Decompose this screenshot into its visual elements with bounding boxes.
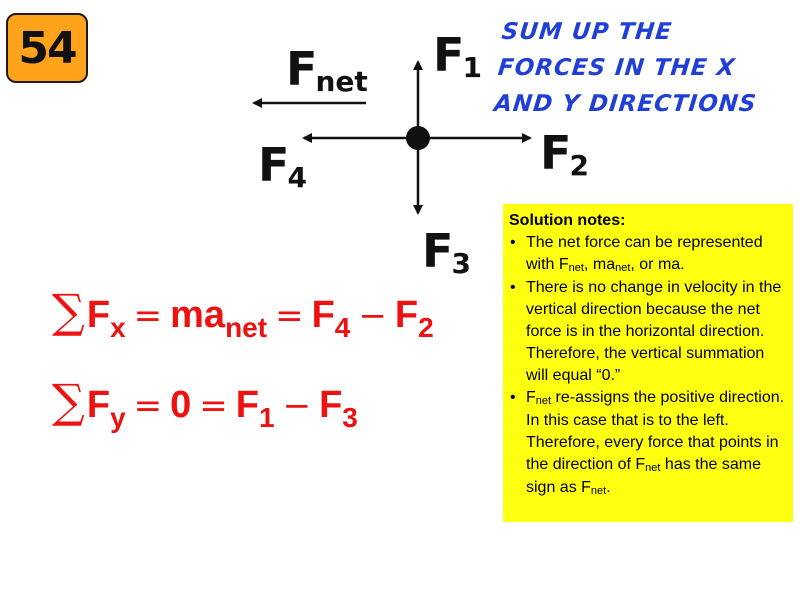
note2-text: There is no change in velocity in the ve… [526,279,782,384]
eqx-lhs: F [86,294,111,336]
eqx-term-2: F [394,294,419,336]
eqx-term-1-sub: 4 [334,312,351,343]
notes-title: Solution notes: [509,212,626,229]
label-fnet: Fnet [286,46,368,96]
eqy-equals-2: = [199,386,228,426]
label-f1-base: F [433,28,464,82]
eqy-term-2: F [319,384,343,426]
label-f1: F1 [433,32,482,82]
eqy-mid: 0 [170,384,192,426]
label-f4-sub: 4 [287,161,307,194]
notes-bullet-1: The net force can be represented with Fn… [509,232,787,277]
label-f4-base: F [258,138,289,192]
label-f2: F2 [540,130,589,180]
eqy-term-1-sub: 1 [259,402,275,433]
note3-text-d: . [606,479,611,496]
note3-sub-1: net [535,395,552,407]
label-f1-sub: 1 [462,51,482,84]
note1-sub-1: net [568,262,584,274]
object-dot [406,126,430,150]
eqy-lhs-sub: y [110,402,126,433]
eqx-mid-sub: net [225,312,268,343]
note1-sub-2: net [615,262,631,274]
note3-text-a: F [526,389,536,406]
eqy-term-2-sub: 3 [342,402,358,433]
eqx-equals-2: = [275,296,304,336]
note1-text-c: , or ma. [630,256,685,273]
eqx-lhs-sub: x [110,312,126,343]
eqy-lhs: F [86,384,111,426]
note1-text-a: The net force can be represented with F [526,234,763,273]
solution-notes-box: Solution notes: The net force can be rep… [503,204,793,522]
label-f3-sub: 3 [451,247,471,280]
label-f3-base: F [422,224,453,278]
notes-bullet-2: There is no change in velocity in the ve… [509,277,787,387]
note3-sub-2: net [645,462,661,474]
label-fnet-sub: net [315,65,368,98]
eqx-minus: − [358,296,387,336]
note3-text-c: has the same sign as F [526,456,761,496]
label-f4: F4 [258,142,307,192]
note3-text-b: re-assigns the positive direction. In th… [526,389,785,473]
label-f2-base: F [540,126,571,180]
eqx-term-2-sub: 2 [418,312,434,343]
sigma-symbol: ∑ [52,284,85,338]
label-f2-sub: 2 [569,149,589,182]
sigma-symbol: ∑ [52,374,85,428]
notes-bullet-3: Fnet re-assigns the positive direction. … [509,387,787,500]
slide-number: 54 [18,22,77,74]
note1-text-b: , ma [583,256,616,273]
slide-number-badge: 54 [6,13,88,83]
label-f3: F3 [422,228,471,278]
eqy-minus: − [282,386,312,426]
eqy-term-1: F [235,384,259,426]
label-fnet-base: F [286,42,317,96]
eqx-term-1: F [311,294,335,336]
eqx-mid: ma [170,294,226,336]
eqy-equals-1: = [133,386,163,426]
equation-sum-fy: ∑Fy=0=F1−F3 [52,378,358,432]
notes-list: The net force can be represented with Fn… [509,232,787,500]
equation-sum-fx: ∑Fx=manet=F4−F2 [52,288,434,342]
note3-sub-3: net [590,485,607,497]
eqx-equals-1: = [133,296,163,336]
